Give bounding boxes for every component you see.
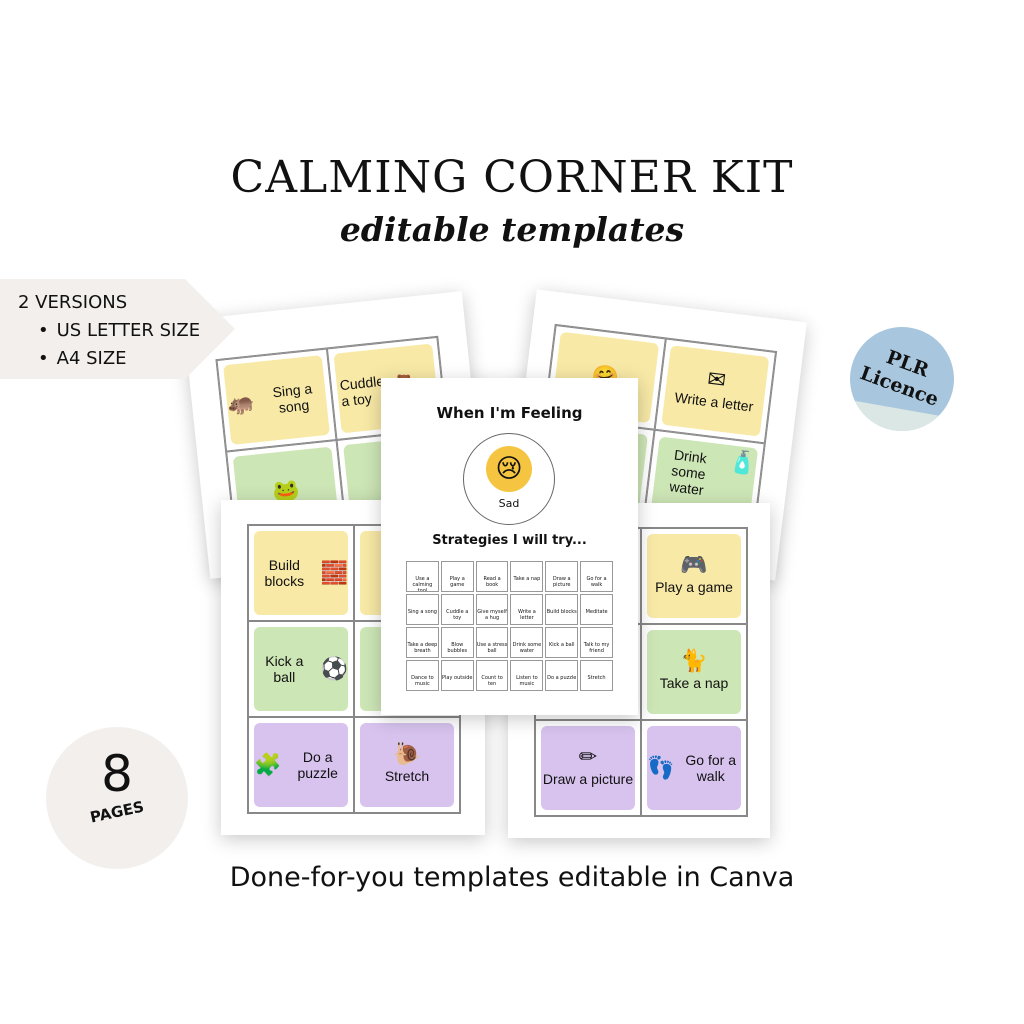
- strategy-cell: Draw a picture: [545, 561, 579, 592]
- strategy-cell: Count to ten: [475, 660, 509, 691]
- strategy-cell: Play outside: [440, 660, 474, 691]
- strategy-cell: Talk to my friend: [580, 627, 613, 658]
- footprints-icon: 👣: [647, 755, 675, 780]
- card-label: Play a game: [655, 579, 733, 595]
- snail-icon: 🐌: [393, 741, 421, 766]
- strategy-cell: Cuddle a toy: [440, 594, 474, 625]
- frog-icon: 🐸: [271, 477, 302, 505]
- card-label: Go for a walk: [685, 752, 736, 784]
- strategy-cell: Take a deep breath: [406, 627, 439, 658]
- strategy-cell: Play a game: [440, 561, 474, 592]
- card: Build blocks 🧱: [248, 525, 354, 621]
- strategy-cell: Stretch: [580, 660, 613, 691]
- pencil-icon: ✏: [578, 744, 598, 769]
- gamepad-icon: 🎮: [680, 552, 708, 577]
- subtitle: editable templates: [339, 210, 685, 249]
- card-label: Build blocks: [264, 557, 305, 589]
- card-label: Sing a song: [271, 380, 313, 416]
- card-label: Draw a picture: [542, 771, 634, 787]
- strategy-cell: Use a calming tool: [406, 561, 439, 592]
- strategy-cell: Sing a song: [406, 594, 439, 625]
- versions-banner: 2 VERSIONS US LETTER SIZEA4 SIZE: [0, 279, 235, 379]
- card-label: Do a puzzle: [297, 749, 338, 781]
- pages-count: 8: [101, 745, 133, 803]
- footer-tagline: Done-for-you templates editable in Canva: [229, 862, 795, 893]
- strategy-cell: Give myself a hug: [475, 594, 509, 625]
- feeling-heading: When I'm Feeling: [436, 404, 583, 422]
- ball-icon: ⚽: [320, 656, 348, 681]
- card-label: Drink some water: [668, 446, 708, 499]
- strategy-cell: Kick a ball: [545, 627, 579, 658]
- card: 🐌 Stretch: [354, 717, 460, 813]
- strategy-cell: Read a book: [475, 561, 509, 592]
- card: Kick a ball ⚽: [248, 621, 354, 717]
- strategies-heading: Strategies I will try...: [432, 533, 587, 548]
- card: 🧩 Do a puzzle: [248, 717, 354, 813]
- page-title: CALMING CORNER KIT: [230, 152, 794, 203]
- strategy-cell: Write a letter: [510, 594, 544, 625]
- card-grid: Build blocks🧱 Kick a ball⚽ 🧩Do a puzzle …: [247, 524, 461, 814]
- crying-face-icon: 😢: [486, 446, 532, 492]
- card: 👣 Go for a walk: [641, 720, 747, 816]
- card: 🐈 Take a nap: [641, 624, 747, 720]
- strategy-cell: Blow bubbles: [440, 627, 474, 658]
- strategy-cell: Meditate: [580, 594, 613, 625]
- card-label: Kick a ball: [265, 653, 304, 685]
- versions-heading: 2 VERSIONS: [18, 292, 128, 313]
- hippo-icon: 🦛: [225, 389, 256, 418]
- card: 🦛 Sing a song: [216, 348, 337, 452]
- strategy-cell: Drink some water: [510, 627, 544, 658]
- card: ✏ Draw a picture: [535, 720, 641, 816]
- strategy-cell: Go for a walk: [580, 561, 613, 592]
- bottle-icon: 🧴: [727, 448, 758, 477]
- card: ✉Write a letter: [654, 338, 777, 444]
- card-label: Write a letter: [673, 389, 755, 415]
- card-label: Stretch: [384, 768, 430, 784]
- strategy-cell: Do a puzzle: [545, 660, 579, 691]
- blocks-icon: 🧱: [320, 560, 348, 585]
- emotion-circle: 😢 Sad: [463, 433, 555, 525]
- strategy-cell: Build blocks: [545, 594, 579, 625]
- version-item: A4 SIZE: [18, 345, 235, 373]
- sheet-when-im-feeling: When I'm Feeling 😢 Sad Strategies I will …: [381, 378, 638, 715]
- version-item: US LETTER SIZE: [18, 317, 235, 345]
- strategy-cell: Take a nap: [510, 561, 544, 592]
- puzzle-icon: 🧩: [254, 752, 282, 777]
- envelope-icon: ✉: [706, 365, 728, 394]
- card-label: Cuddle a toy: [338, 372, 385, 410]
- strategy-cell: Dance to music: [406, 660, 439, 691]
- card: 🎮 Play a game: [641, 528, 747, 624]
- strategy-cell: Use a stress ball: [475, 627, 509, 658]
- sheet-front-left: Build blocks🧱 Kick a ball⚽ 🧩Do a puzzle …: [221, 500, 485, 835]
- cat-icon: 🐈: [680, 648, 708, 673]
- emotion-label: Sad: [498, 497, 520, 510]
- card-label: Take a nap: [659, 675, 729, 691]
- strategy-cell: Listen to music: [510, 660, 544, 691]
